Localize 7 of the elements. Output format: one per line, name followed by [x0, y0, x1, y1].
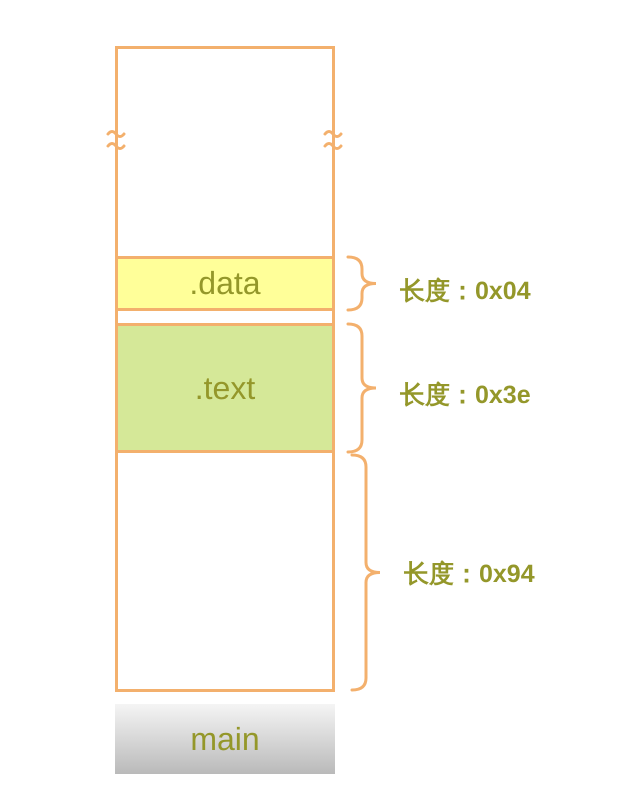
function-block: main: [115, 704, 335, 774]
length-label: 长度：0x04: [400, 276, 531, 307]
memory-section: .data: [115, 256, 335, 311]
length-label: 长度：0x3e: [400, 380, 531, 411]
memory-section: .text: [115, 323, 335, 453]
memory-column: [115, 46, 335, 692]
length-label: 长度：0x94: [404, 559, 535, 590]
